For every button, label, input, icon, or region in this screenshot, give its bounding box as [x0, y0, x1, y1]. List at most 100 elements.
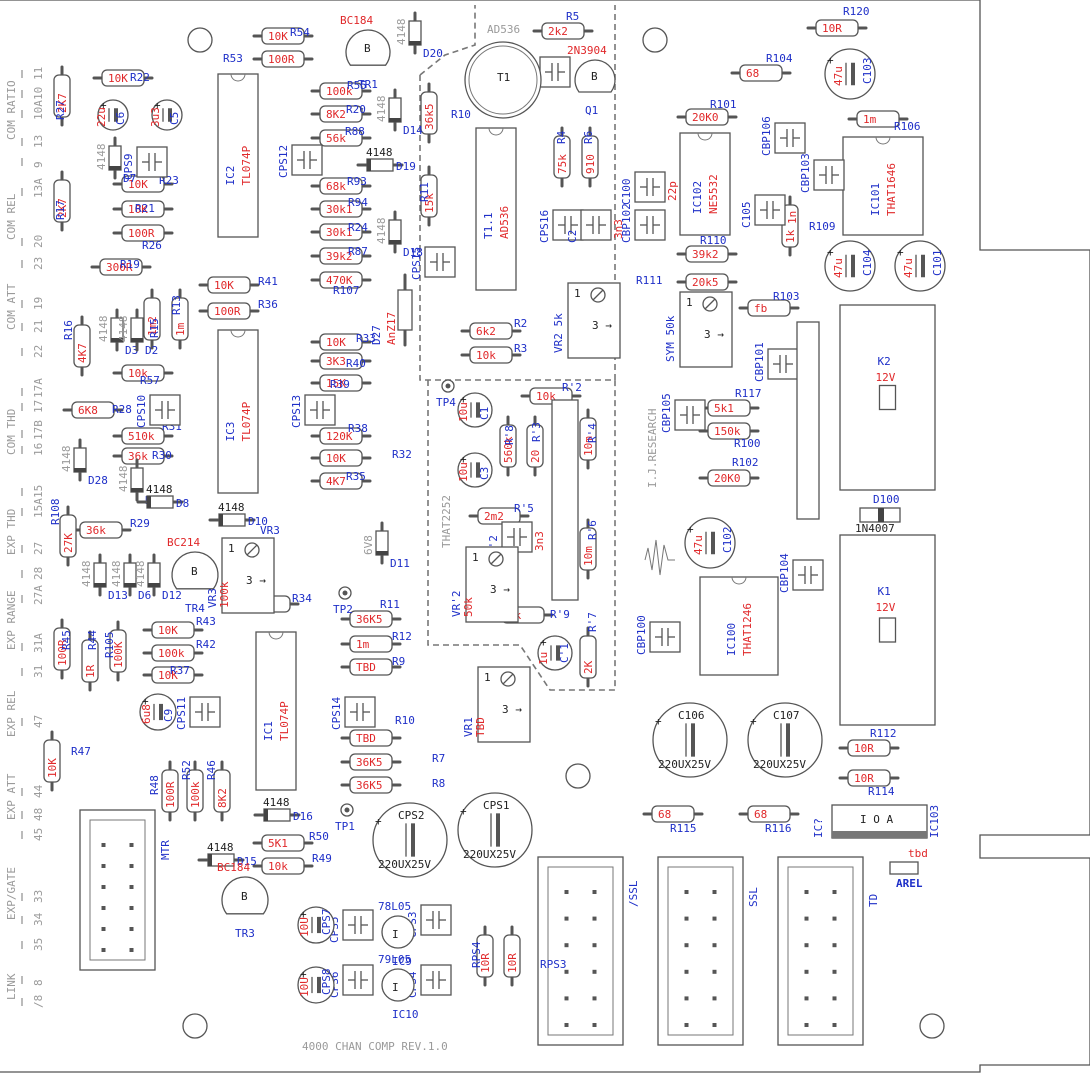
cap-ref-c2: C2	[566, 230, 579, 243]
resistor-ref-rps3: RPS3	[540, 958, 567, 971]
elcap-ref-c101: C101	[931, 250, 944, 277]
arel-tbd: tbd	[908, 847, 928, 860]
resistor-value-r16: 4K7	[76, 343, 89, 363]
diode-ref-d6: D6	[138, 589, 151, 602]
relay-ref-k2: K2	[878, 355, 891, 368]
diode-ref-d12: D12	[162, 589, 182, 602]
resistor-ref-r109: R109	[809, 220, 836, 233]
resistor-ref-r47: R47	[71, 745, 91, 758]
ic-ref-ic100: IC100	[725, 623, 738, 656]
testpoint-ref-tp4: TP4	[436, 396, 456, 409]
header-mtr: MTR	[79, 809, 172, 971]
resistor-value-r5: 2k2	[548, 25, 568, 38]
elcap-value-c107: 220UX25V	[753, 758, 806, 771]
trimmer-value-vr3: 100k	[218, 581, 231, 608]
cap-cps11: CPS11	[175, 696, 221, 730]
resistor-ref-r87: R87	[348, 245, 368, 258]
transistor-value-tr4: BC214	[167, 536, 200, 549]
resistor-ref-r117: R117	[735, 387, 762, 400]
ic-value-ic102: NE5532	[707, 174, 720, 214]
resistor-value-r44: 1R	[84, 664, 97, 678]
elcap-plus-c-1: +	[540, 636, 547, 649]
elcap-plus-c6: +	[100, 99, 107, 112]
resistor-ref-r112: R112	[870, 727, 897, 740]
header-td: TD	[777, 856, 880, 1046]
elcap-value-cps7: 10U	[298, 917, 311, 937]
diode-value-d7: 4148	[95, 144, 108, 171]
trimmer-value-vr-2: 50k	[462, 597, 475, 617]
trimmer-pin3-vr2-5k: 3 →	[592, 319, 612, 332]
elcap-ref-cps1: CPS1	[483, 799, 510, 812]
that2252-label: THAT2252	[440, 495, 453, 548]
diode-ref-d2: D2	[145, 344, 158, 357]
resistor-value-r120: 10R	[822, 22, 842, 35]
cap-ref-cps9: CPS9	[122, 154, 135, 181]
diode-ref-d11: D11	[390, 557, 410, 570]
cap-cps13: CPS13	[290, 394, 336, 428]
trimmer-pin1-vr-2: 1	[472, 551, 479, 564]
resistor-value-r11: 15k	[423, 193, 436, 213]
resistor-value-r12: 1m	[356, 638, 370, 651]
d100-value: 1N4007	[855, 522, 895, 535]
edge-pin-29: 8	[32, 979, 45, 986]
elcap-plus-c104: +	[827, 246, 834, 259]
mount-holes	[182, 27, 945, 1039]
resistor-ref-r102: R102	[732, 456, 759, 469]
resistor-ref-r108: R108	[49, 499, 62, 526]
section-label-com-att: COM ATT	[5, 283, 18, 330]
resistor-value-r115: 68	[658, 808, 671, 821]
resistor-ref-r36: R36	[258, 298, 278, 311]
resistor-ref-r33: R33	[356, 332, 376, 345]
resistor-value-r-6: 10m	[582, 546, 595, 566]
edge-pin-21: 31	[32, 665, 45, 678]
diode-ref-d15: D15	[237, 855, 257, 868]
resistor-value-r-5: 2m2	[484, 510, 504, 523]
resistor-ref-r34: R34	[292, 592, 312, 605]
relay-value-k2: 12V	[876, 371, 896, 384]
cap-ref-c105: C105	[740, 202, 753, 229]
resistor-value-r40: 3K3	[326, 355, 346, 368]
cap-ref-cbp103: CBP103	[799, 153, 812, 193]
resistor-value-r43: 10K	[158, 624, 178, 637]
resistor-ref-r16: R16	[62, 320, 75, 340]
edge-pin-30: /8	[32, 995, 45, 1008]
edge-pin-19: 27A	[32, 585, 45, 605]
edge-pin-8: 19	[32, 297, 45, 310]
elcap-ref-cps2: CPS2	[398, 809, 425, 822]
ic-value-ic101: THAT1646	[885, 163, 898, 216]
resistor-ref-r115: R115	[670, 822, 697, 835]
resistor-ref-r9: R9	[392, 655, 405, 668]
d27-zener: D27 AnZ17	[370, 273, 413, 347]
shield-outline	[419, 5, 616, 691]
resistor-ref-r15: R15	[148, 318, 161, 338]
arel-label: AREL	[896, 877, 923, 890]
edge-pin-11: 17A	[32, 378, 45, 398]
resistor-value-r41: 10K	[214, 279, 234, 292]
resistor-value-r24: 30k1	[326, 226, 353, 239]
resistor-ref-r93: R93	[347, 175, 367, 188]
elcap-ref-c3: C3	[478, 467, 491, 480]
